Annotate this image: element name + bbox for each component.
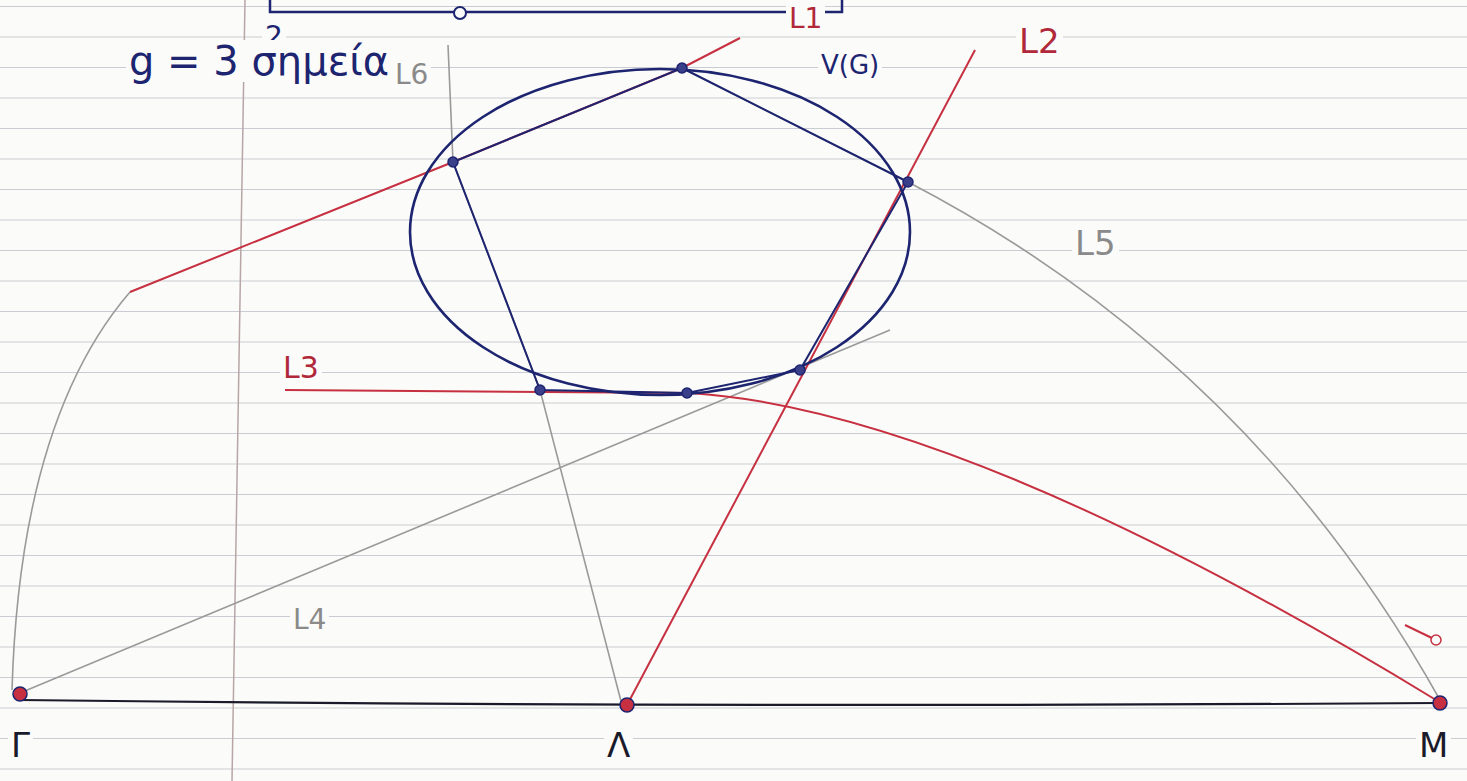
line-label: L1 bbox=[786, 4, 825, 33]
point bbox=[795, 365, 805, 375]
grey-lines bbox=[12, 45, 1440, 705]
point bbox=[903, 177, 913, 187]
point-label: Γ bbox=[8, 728, 33, 764]
line-l3 bbox=[285, 390, 1436, 700]
curve-gamma bbox=[12, 292, 130, 690]
note-text: g = 3 σημεία bbox=[126, 40, 392, 82]
point bbox=[1431, 635, 1441, 645]
point bbox=[454, 7, 466, 19]
point-label: Μ bbox=[1416, 728, 1451, 764]
margin-line bbox=[232, 0, 245, 781]
conic bbox=[410, 69, 910, 395]
point bbox=[682, 388, 692, 398]
points bbox=[13, 63, 1447, 712]
point bbox=[677, 63, 687, 73]
line-label: L3 bbox=[280, 352, 322, 384]
point bbox=[1433, 696, 1447, 710]
line-label: L4 bbox=[290, 605, 329, 634]
curve-label: V(G) bbox=[818, 52, 882, 79]
point-label: Λ bbox=[604, 728, 633, 764]
line-l4 bbox=[20, 330, 890, 693]
line-l2 bbox=[627, 50, 975, 705]
hexagon bbox=[453, 68, 908, 393]
point bbox=[13, 687, 27, 701]
line-label: L2 bbox=[1016, 24, 1063, 60]
line-l5 bbox=[682, 68, 1440, 700]
point bbox=[535, 385, 545, 395]
point bbox=[620, 698, 634, 712]
line-label: L5 bbox=[1072, 226, 1119, 262]
red-lines bbox=[130, 38, 1436, 705]
point bbox=[448, 157, 458, 167]
line-label: L6 bbox=[392, 60, 431, 89]
pascal-line bbox=[20, 700, 1440, 705]
box-edge bbox=[270, 0, 842, 12]
